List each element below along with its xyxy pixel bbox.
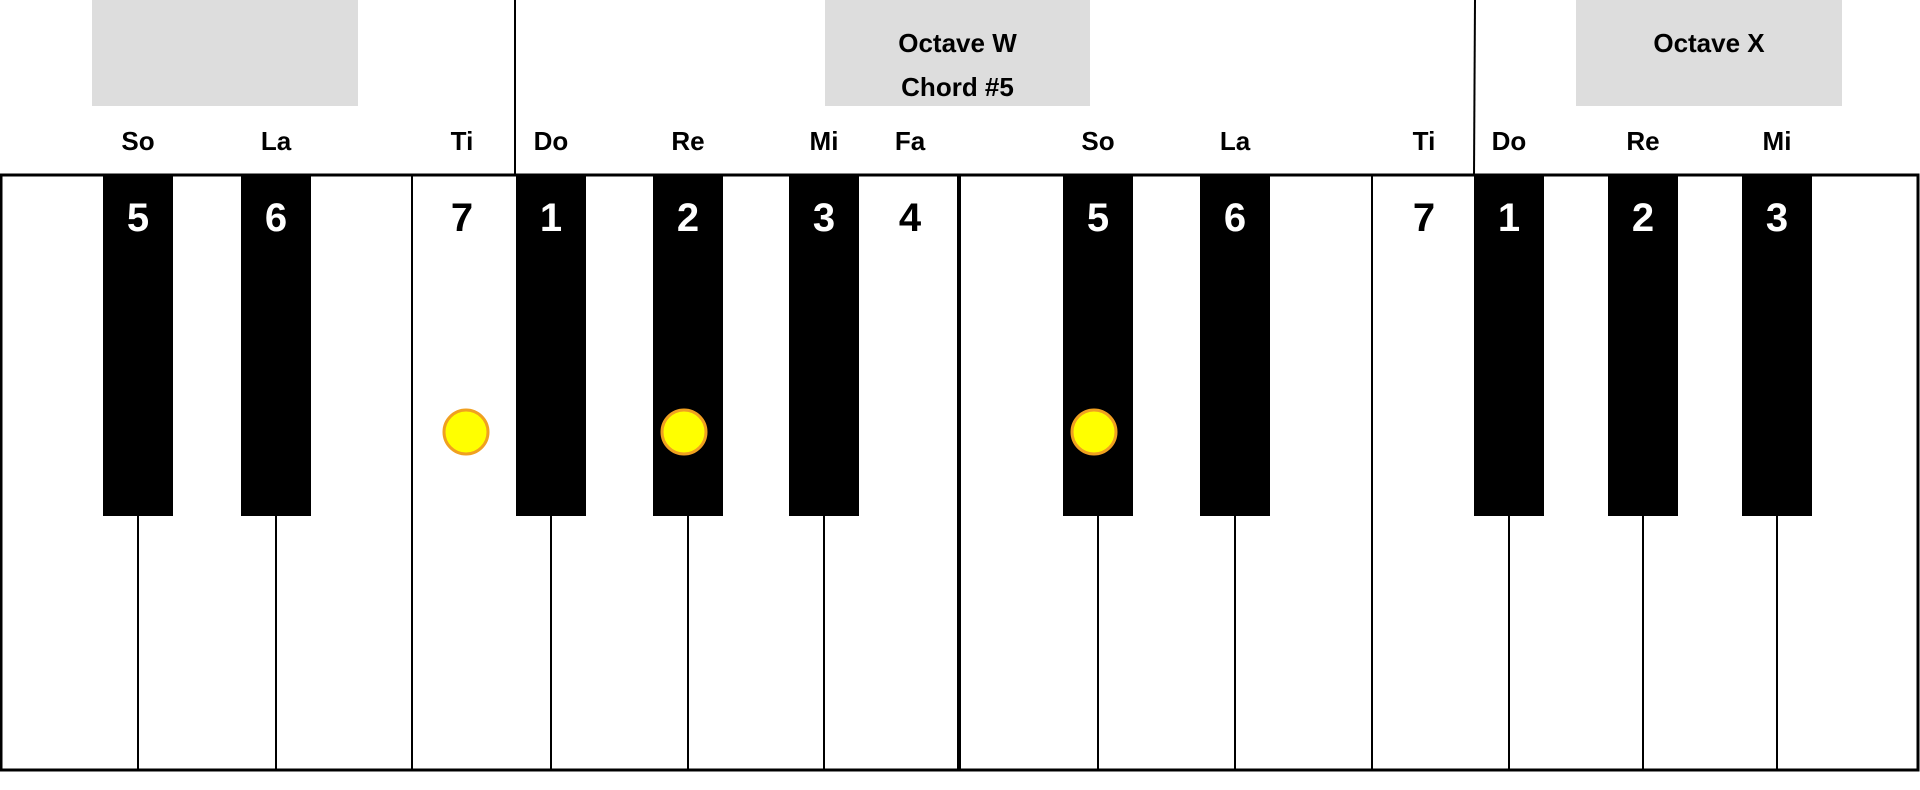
note-number-label: 1: [1498, 196, 1520, 240]
note-name-label: Re: [671, 126, 704, 156]
note-number-label: 5: [127, 196, 149, 240]
note-name-label: La: [1220, 126, 1251, 156]
note-name-label: Re: [1626, 126, 1659, 156]
note-name-label: So: [1081, 126, 1114, 156]
note-number-label: 3: [813, 196, 835, 240]
note-name-label: Mi: [1763, 126, 1792, 156]
box-octave-w: [825, 0, 1090, 106]
black-key-so: [103, 175, 173, 516]
note-number-label: 2: [677, 196, 699, 240]
note-name-label: Do: [534, 126, 569, 156]
note-number-label: 6: [1224, 196, 1246, 240]
note-number-label: 4: [899, 196, 922, 240]
header-boxes: Octave W Chord #5 Octave X: [92, 0, 1842, 106]
black-key-mi: [1742, 175, 1812, 516]
black-key-mi: [789, 175, 859, 516]
box-octave-w-line-2: Chord #5: [901, 72, 1014, 102]
black-key-do: [516, 175, 586, 516]
note-number-label: 6: [265, 196, 287, 240]
box-octave-x-line-1: Octave X: [1653, 28, 1765, 58]
note-name-label: La: [261, 126, 292, 156]
black-key-re: [1608, 175, 1678, 516]
note-number-label: 5: [1087, 196, 1109, 240]
note-number-label: 7: [451, 196, 473, 240]
chord-marker-so: [1070, 408, 1118, 456]
chord-markers: [442, 408, 1118, 456]
chord-marker-re: [660, 408, 708, 456]
box-octave-w-line-1: Octave W: [898, 28, 1017, 58]
black-key-so: [1063, 175, 1133, 516]
note-name-label: Fa: [895, 126, 926, 156]
octave-dividers: [514, 0, 1476, 176]
black-key-do: [1474, 175, 1544, 516]
note-name-label: So: [121, 126, 154, 156]
note-number-label: 2: [1632, 196, 1654, 240]
note-name-label: Mi: [810, 126, 839, 156]
black-key-la: [241, 175, 311, 516]
box-1: [92, 0, 358, 106]
note-number-label: 3: [1766, 196, 1788, 240]
note-name-label: Ti: [451, 126, 474, 156]
box-octave-x: [1576, 0, 1842, 106]
note-number-label: 1: [540, 196, 562, 240]
black-key-re: [653, 175, 723, 516]
note-number-label: 7: [1413, 196, 1435, 240]
octave-divider-line: [1473, 0, 1476, 176]
note-labels: So 5 La 6 Ti 7 Do 1 Re 2 Mi 3 Fa 4 So 5 La 6 Ti 7 Do 1 Re 2 Mi 3: [121, 126, 1791, 240]
note-name-label: Do: [1492, 126, 1527, 156]
note-name-label: Ti: [1413, 126, 1436, 156]
black-keys: [103, 175, 1812, 516]
keyboard: [0, 173, 1920, 772]
black-key-la: [1200, 175, 1270, 516]
chord-marker-ti: [442, 408, 490, 456]
